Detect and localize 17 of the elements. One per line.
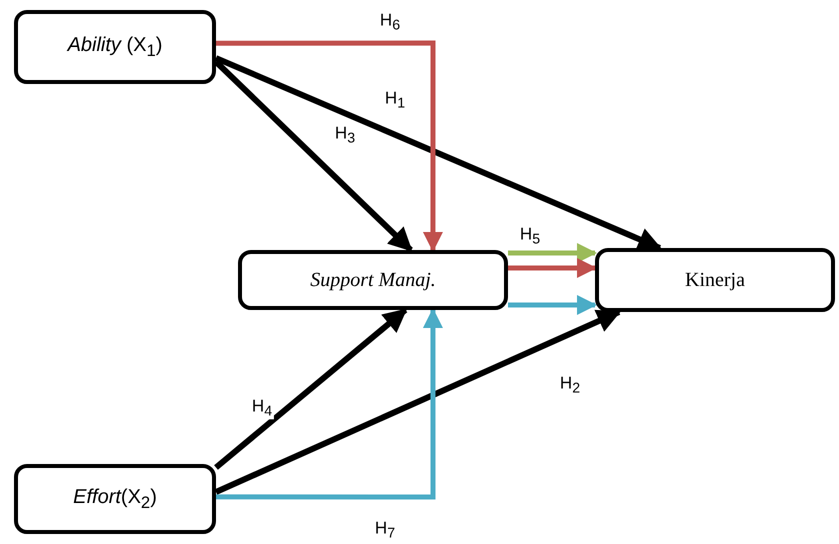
concept-label: Kinerja bbox=[685, 268, 745, 292]
arrow bbox=[508, 294, 597, 315]
arrow bbox=[214, 60, 413, 252]
concept-label: Support Manaj. bbox=[310, 268, 436, 292]
concept-label: Effort(X$_{2}$) bbox=[73, 486, 157, 512]
arrow bbox=[214, 55, 662, 251]
arrow bbox=[214, 308, 408, 470]
concept-box bbox=[595, 248, 835, 312]
concept-box bbox=[14, 464, 216, 534]
arrow bbox=[216, 40, 443, 252]
concept-box bbox=[238, 250, 508, 310]
arrow bbox=[216, 308, 443, 500]
concept-box bbox=[14, 10, 216, 84]
arrow bbox=[214, 309, 622, 495]
arrow bbox=[508, 258, 597, 278]
arrow bbox=[508, 243, 597, 263]
concept-label: Ability (X$_{1}$) bbox=[68, 34, 162, 60]
